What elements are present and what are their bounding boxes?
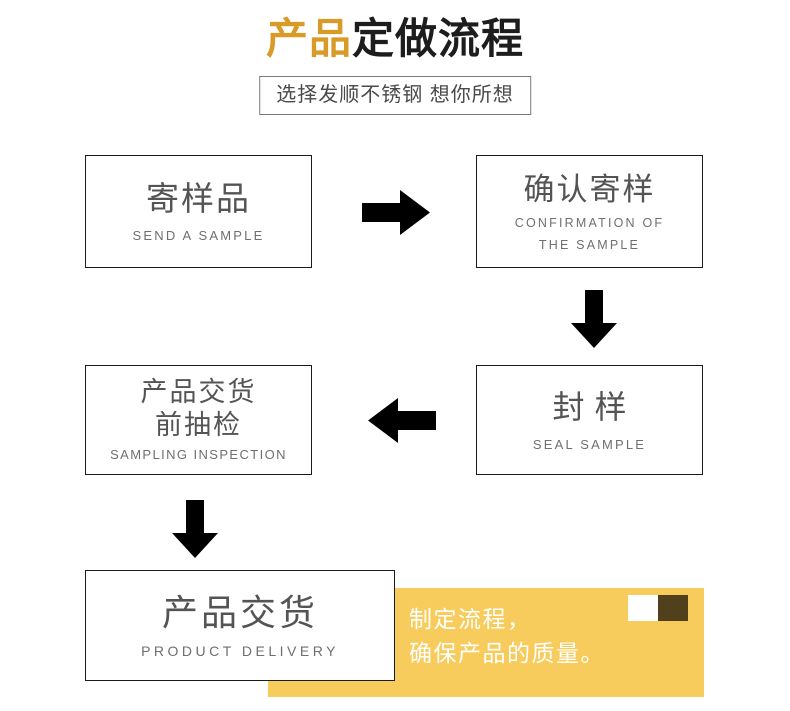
swatch-group — [628, 595, 688, 621]
flow-step-confirm-sample-en-line2: THE SAMPLE — [538, 237, 641, 252]
flow-step-sampling-inspection-en: SAMPLING INSPECTION — [110, 447, 287, 462]
flow-step-send-sample-cn: 寄样品 — [146, 179, 251, 217]
flow-step-sampling-inspection-cn-line1: 产品交货 — [140, 377, 257, 407]
arrow-down-icon — [172, 500, 218, 558]
quality-callout-line2: 确保产品的质量。 — [409, 640, 605, 666]
flow-step-confirm-sample-cn: 确认寄样 — [523, 171, 656, 207]
flow-step-send-sample: 寄样品 SEND A SAMPLE — [85, 155, 312, 268]
arrow-left-icon — [368, 398, 436, 443]
quality-callout-line1: 制定流程， — [409, 606, 532, 632]
flow-step-sampling-inspection-cn-line2: 前抽检 — [155, 410, 242, 440]
page-title-accent: 产品 — [265, 15, 352, 62]
flow-step-seal-sample-cn: 封样 — [552, 388, 637, 425]
flow-step-confirm-sample-en-line1: CONFIRMATION OF — [514, 215, 665, 230]
flow-step-seal-sample: 封样 SEAL SAMPLE — [476, 365, 703, 475]
flow-step-seal-sample-en: SEAL SAMPLE — [532, 436, 647, 452]
flow-step-send-sample-en: SEND A SAMPLE — [132, 227, 265, 243]
subtitle-box: 选择发顺不锈钢 想你所想 — [259, 76, 531, 115]
flow-step-confirm-sample: 确认寄样 CONFIRMATION OF THE SAMPLE — [476, 155, 703, 268]
swatch-light-icon — [628, 595, 658, 621]
swatch-dark-icon — [658, 595, 688, 621]
arrow-right-icon — [362, 190, 430, 235]
subtitle-text: 选择发顺不锈钢 想你所想 — [276, 84, 514, 106]
flow-step-product-delivery-en: PRODUCT DELIVERY — [141, 643, 339, 659]
flow-step-sampling-inspection: 产品交货 前抽检 SAMPLING INSPECTION — [85, 365, 312, 475]
page-title: 产品定做流程 — [0, 14, 790, 64]
flow-step-product-delivery: 产品交货 PRODUCT DELIVERY — [85, 570, 395, 681]
page-title-main: 定做流程 — [352, 15, 525, 62]
flow-step-product-delivery-cn: 产品交货 — [161, 592, 318, 633]
quality-callout-text: 制定流程， 确保产品的质量。 — [409, 602, 605, 670]
arrow-down-icon — [571, 290, 617, 348]
